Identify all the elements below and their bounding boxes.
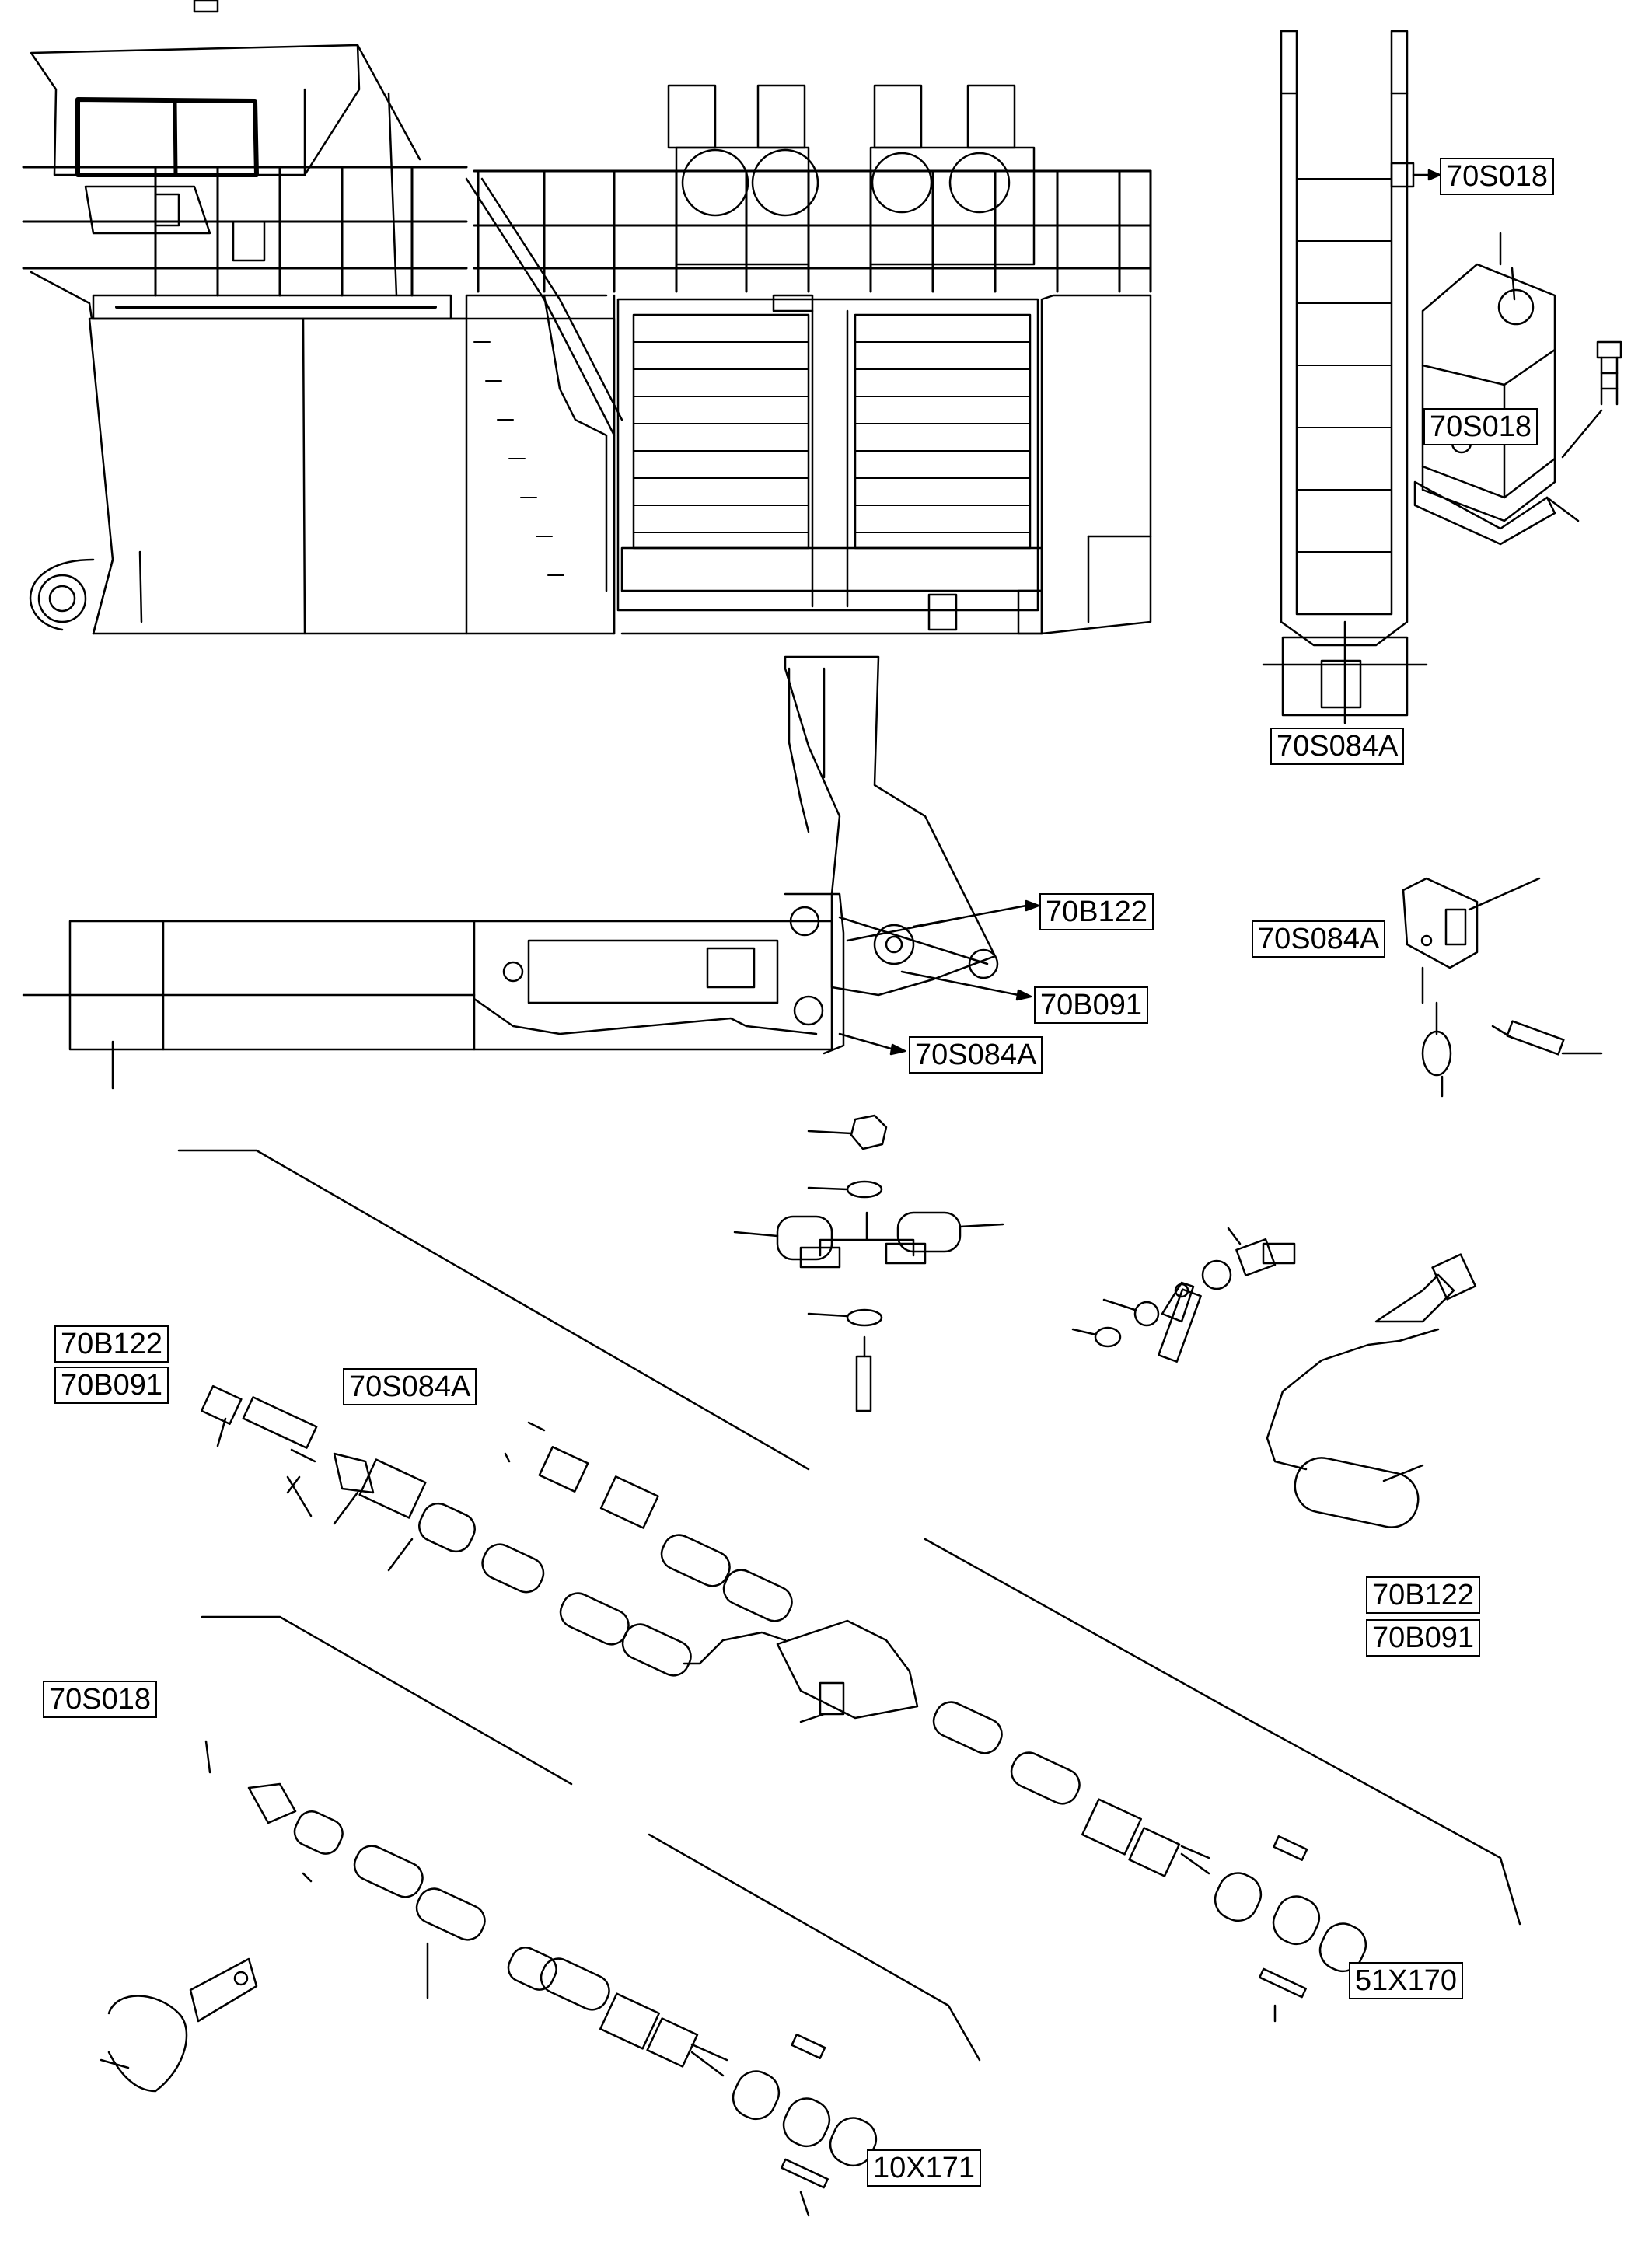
label-10X171: 10X171	[867, 2149, 982, 2187]
label-70S084A-ladder: 70S084A	[1270, 728, 1405, 765]
boom-assembly	[22, 655, 1040, 1090]
label-70B122-left: 70B122	[54, 1325, 169, 1363]
label-70S018-switch-box: 70S018	[1423, 408, 1538, 445]
label-70S084A-right: 70S084A	[1252, 920, 1386, 958]
label-70B122-boom: 70B122	[1039, 893, 1154, 930]
exploded-connector-upper	[177, 1149, 1521, 2023]
top-tanks	[667, 84, 1036, 266]
label-70S018-left: 70S018	[43, 1681, 158, 1718]
sensor-assembly	[1071, 1227, 1477, 1528]
machine-side-view	[22, 44, 1152, 635]
label-70B091-left: 70B091	[54, 1367, 169, 1404]
switch-box-70S018	[1413, 232, 1622, 546]
label-70B091-boom: 70B091	[1034, 986, 1149, 1024]
label-70B122-sensor: 70B122	[1366, 1576, 1481, 1614]
operator-cab	[30, 44, 421, 297]
access-stairs	[465, 177, 623, 592]
rear-housing	[620, 294, 1152, 635]
radiator-doors	[616, 294, 1043, 612]
exploded-connector-lower	[100, 0, 981, 2217]
label-70B091-sensor: 70B091	[1366, 1619, 1481, 1657]
label-70S084A-mid: 70S084A	[343, 1368, 477, 1405]
leader-lines	[216, 1417, 301, 1494]
switch-70S084A	[1402, 877, 1603, 1098]
access-ladder	[1262, 30, 1441, 724]
machine-body	[29, 271, 616, 635]
clamp-hardware	[733, 1114, 1004, 1412]
label-51X170: 51X170	[1349, 1962, 1464, 1999]
label-70S084A-boom: 70S084A	[909, 1036, 1043, 1074]
label-70S018-ladder-top: 70S018	[1440, 158, 1555, 195]
